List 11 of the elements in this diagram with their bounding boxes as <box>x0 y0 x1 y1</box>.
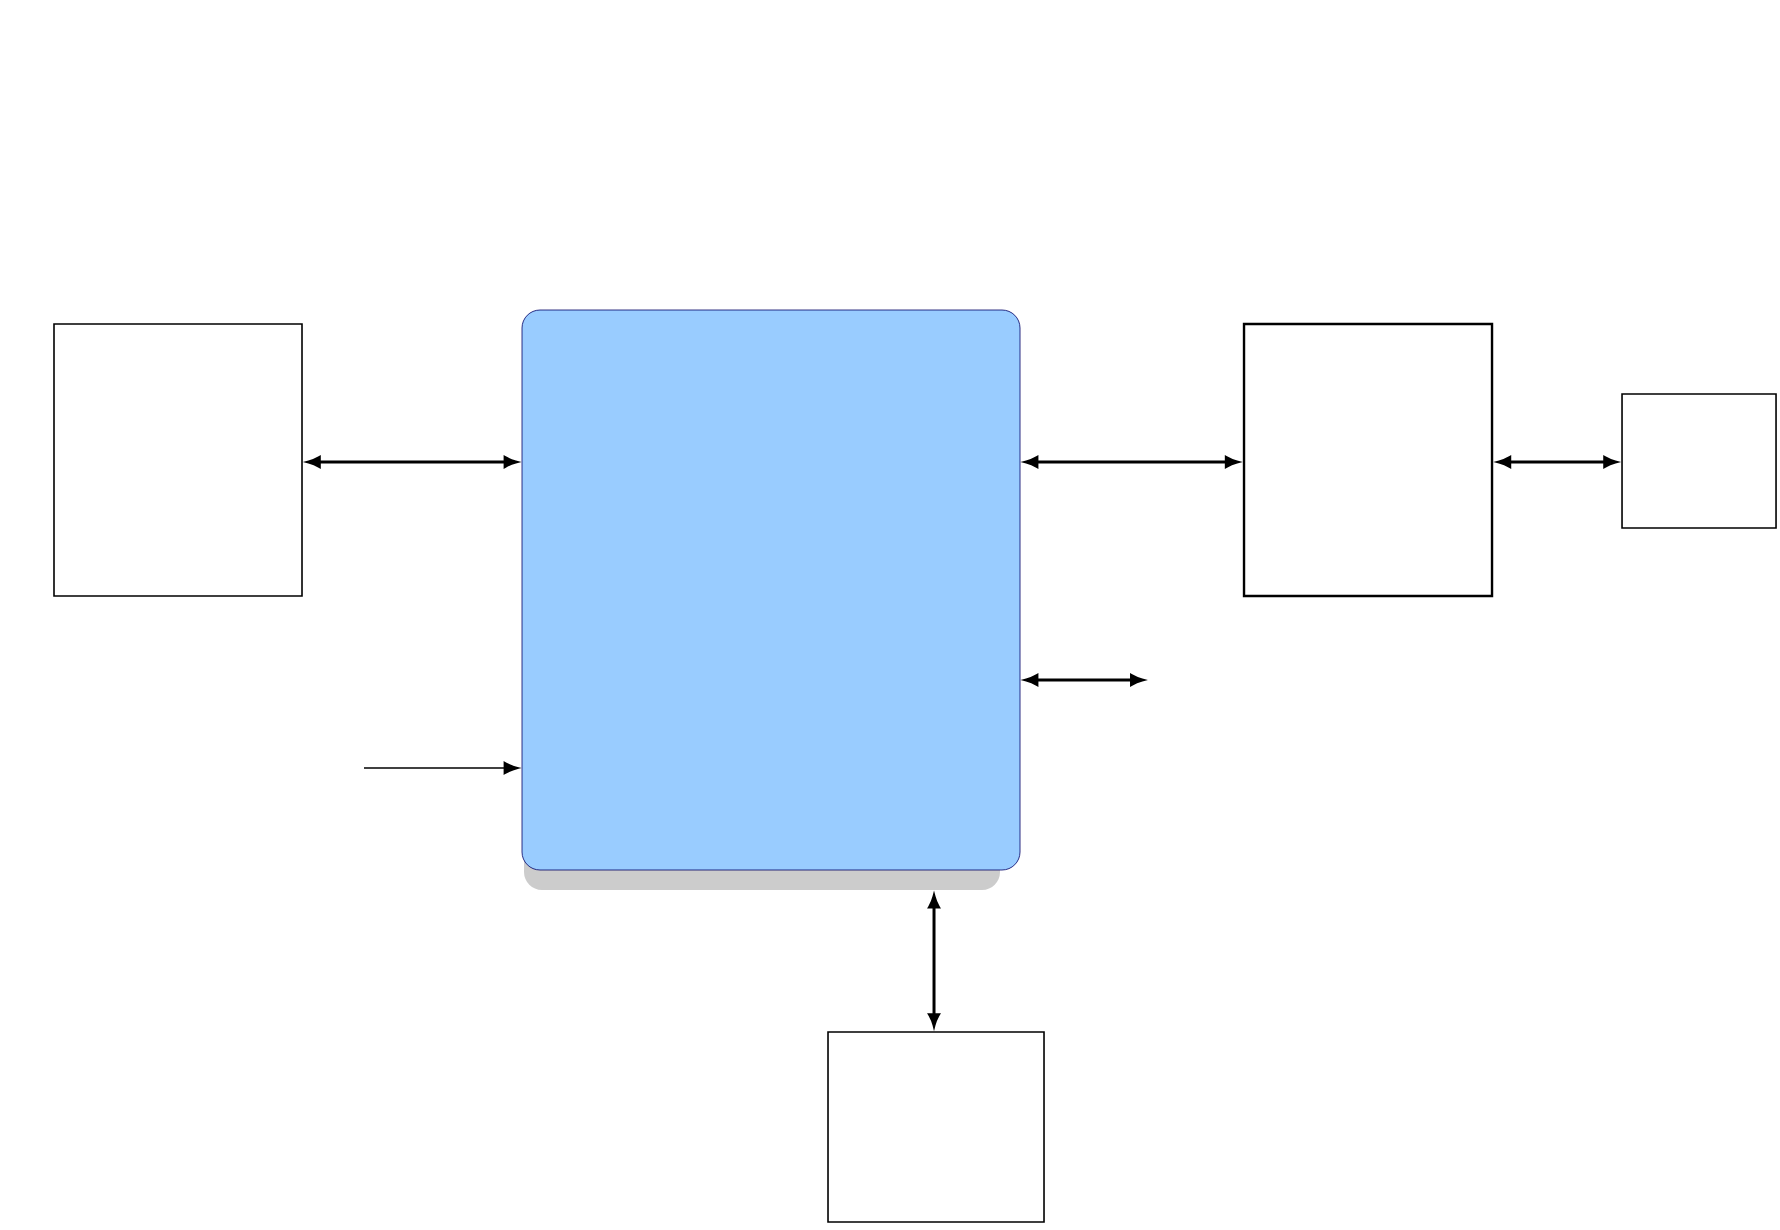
box <box>53 323 303 597</box>
arrow <box>363 761 520 775</box>
box <box>1621 393 1777 529</box>
arrow <box>1024 456 1239 468</box>
arrow <box>307 456 518 468</box>
block <box>521 309 1021 890</box>
arrow <box>1497 456 1617 468</box>
arrow <box>928 894 940 1027</box>
arrow <box>1024 674 1144 686</box>
box <box>827 1031 1045 1223</box>
box <box>1242 322 1494 598</box>
